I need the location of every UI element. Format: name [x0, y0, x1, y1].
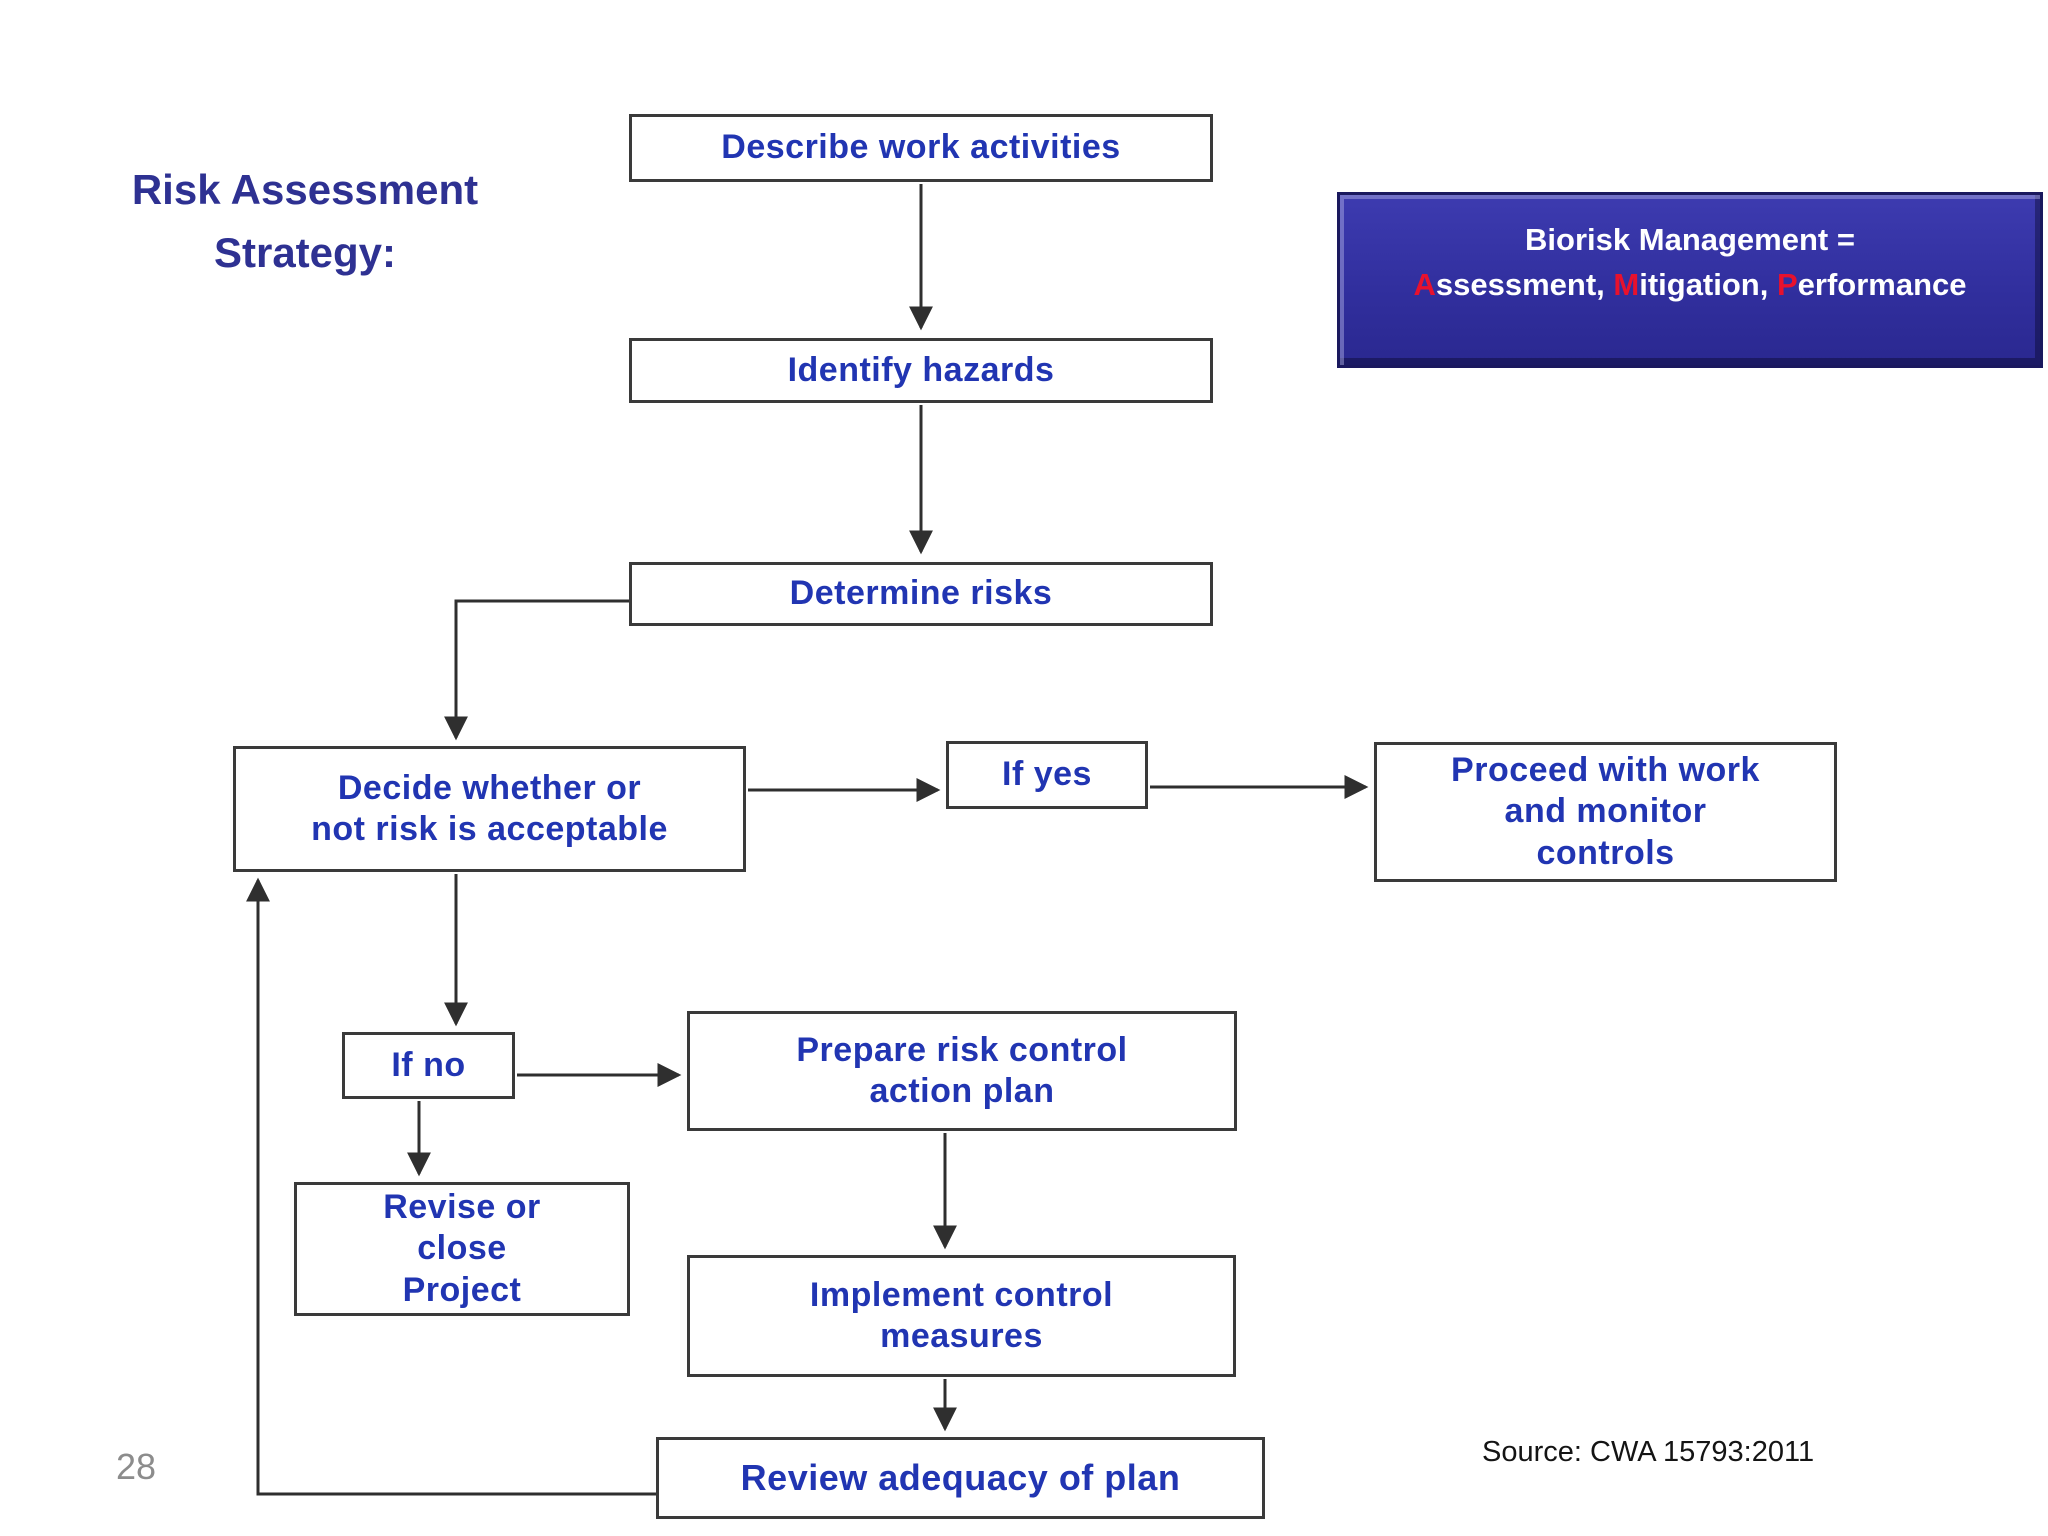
page-title: Risk Assessment Strategy: [131, 166, 479, 276]
flow-node-proceed-with-work: Proceed with work and monitor controls [1374, 742, 1837, 882]
arrow-determine-to-decide [444, 599, 630, 741]
flow-node-describe-work-activities: Describe work activities [629, 114, 1213, 182]
flow-node-determine-risks: Determine risks [629, 562, 1213, 626]
banner-line2: Assessment, Mitigation, Performance [1413, 263, 1966, 308]
banner-line1: Biorisk Management = [1525, 222, 1855, 258]
page-number: 28 [116, 1446, 157, 1487]
banner-initial-m: M [1613, 267, 1640, 302]
flow-node-implement-control-measures: Implement control measures [687, 1255, 1236, 1377]
flow-node-decide-risk-acceptable: Decide whether or not risk is acceptable [233, 746, 746, 872]
flow-node-identify-hazards: Identify hazards [629, 338, 1213, 403]
source-note: Source: CWA 15793:2011 [1482, 1436, 1815, 1468]
banner-rest-a: ssessment, [1435, 267, 1614, 302]
biorisk-banner: Biorisk Management = Assessment, Mitigat… [1337, 192, 2043, 368]
flow-node-if-yes: If yes [946, 741, 1148, 809]
flow-node-revise-or-close-project: Revise or close Project [294, 1182, 630, 1316]
banner-rest-m: itigation, [1639, 267, 1777, 302]
banner-initial-p: P [1776, 267, 1798, 302]
banner-initial-a: A [1413, 267, 1436, 302]
flow-node-review-adequacy-of-plan: Review adequacy of plan [656, 1437, 1265, 1519]
arrow-review-to-decide-feedback [246, 877, 658, 1496]
flow-node-if-no: If no [342, 1032, 515, 1099]
banner-rest-p: erformance [1797, 267, 1967, 302]
flow-node-prepare-risk-control-plan: Prepare risk control action plan [687, 1011, 1237, 1131]
